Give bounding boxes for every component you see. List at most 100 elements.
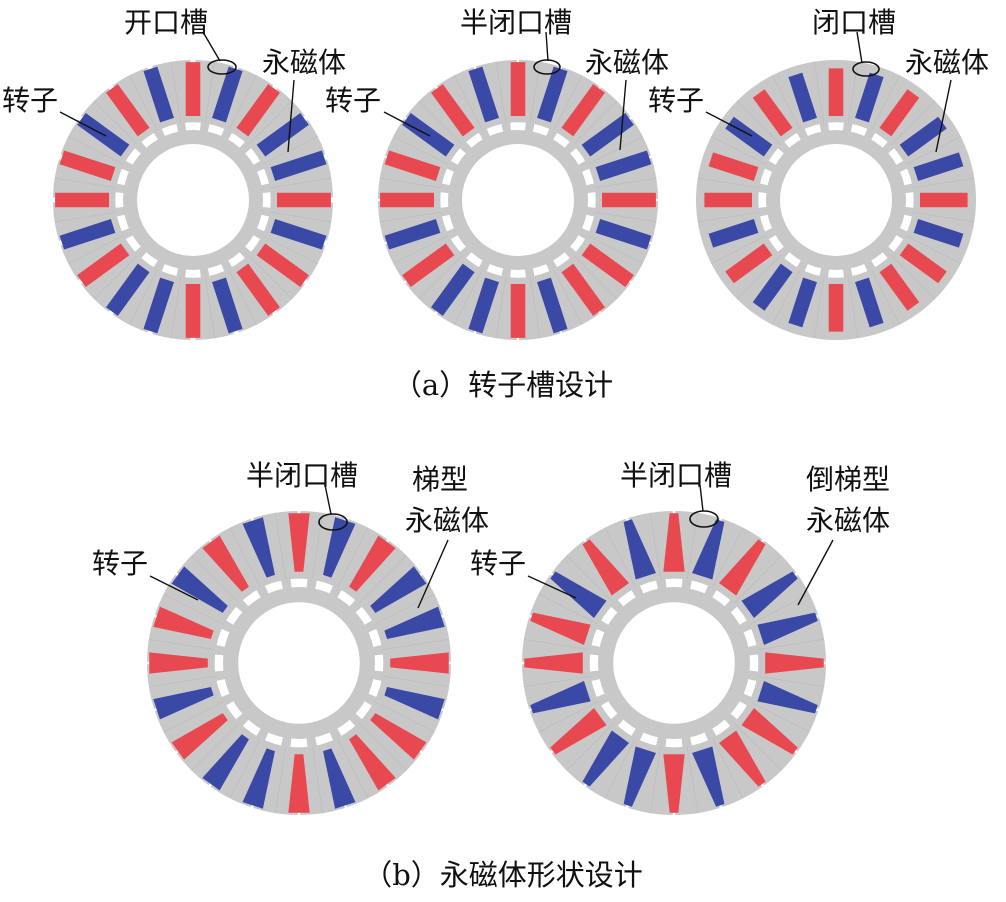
magnet-red — [390, 652, 449, 674]
slot-opening — [527, 614, 532, 618]
slot-label-b1: 半闭口槽 — [246, 459, 358, 492]
tooth-boundary — [311, 512, 324, 580]
tooth-boundary — [566, 722, 615, 771]
magnet-red — [59, 150, 116, 181]
magnet-label-b2-line2: 永磁体 — [806, 504, 890, 537]
magnet-blue — [550, 571, 607, 619]
slot-opening — [250, 516, 254, 521]
rib-bridge — [524, 121, 535, 133]
magnet-blue — [692, 746, 725, 807]
magnet-blue — [595, 219, 652, 250]
rib-bridge — [306, 578, 318, 590]
magnet-red — [581, 243, 634, 287]
slot-opening — [152, 614, 157, 618]
rotor-leader-line-a2 — [383, 111, 431, 137]
slot-opening — [628, 115, 634, 120]
tooth-boundary — [382, 675, 450, 688]
tooth-boundary — [495, 61, 507, 124]
magnet-blue — [153, 687, 214, 720]
tooth-boundary — [587, 136, 643, 166]
rib-bridge — [757, 183, 769, 194]
tooth-boundary — [905, 234, 961, 264]
slot-opening — [386, 783, 391, 789]
rotor-open-slot — [51, 58, 335, 342]
magnet-red — [402, 243, 455, 287]
slot-opening — [816, 708, 821, 712]
magnet-leader-line-a3 — [935, 79, 952, 153]
tooth-boundary — [736, 100, 782, 146]
tooth-boundary — [594, 177, 657, 189]
slot-opening — [376, 198, 381, 202]
magnet-blue — [913, 152, 964, 181]
magnet-blue — [913, 219, 964, 248]
slot-opening — [548, 571, 554, 576]
magnet-leader-line-a2 — [619, 79, 627, 151]
magnet-red — [77, 243, 130, 287]
tooth-boundary — [912, 177, 975, 189]
magnet-red — [384, 150, 441, 181]
slot-opening — [152, 708, 157, 712]
magnet-red — [149, 652, 208, 674]
magnet-red — [55, 192, 109, 208]
caption-a: （a）转子槽设计 — [393, 368, 613, 402]
shaft-hole — [613, 602, 735, 724]
magnet-red — [349, 734, 396, 791]
tooth-boundary — [269, 177, 332, 189]
tooth-boundary — [711, 234, 767, 264]
tooth-boundary — [454, 269, 484, 325]
tooth-boundary — [711, 136, 767, 166]
tooth-boundary — [227, 269, 257, 325]
slot-opening — [559, 330, 563, 336]
magnet-red — [370, 713, 427, 760]
magnet-blue — [623, 746, 656, 807]
rotor-trapezoid-magnet — [145, 509, 453, 817]
tooth-boundary — [274, 512, 287, 580]
rotor-label-b2: 转子 — [470, 547, 526, 580]
tooth-boundary — [191, 555, 240, 604]
slot-opening — [297, 509, 301, 514]
magnet-red — [752, 89, 793, 137]
tooth-boundary — [229, 737, 262, 799]
tooth-boundary — [393, 234, 449, 264]
slot-opening — [761, 783, 766, 789]
slot-opening — [628, 280, 634, 285]
rib-bridge — [306, 736, 318, 748]
slot-opening — [719, 516, 723, 521]
slot-highlight-ellipse-a3 — [852, 61, 880, 77]
rotor-leader-line-b1 — [149, 575, 199, 601]
slot-opening — [433, 84, 438, 90]
tooth-boundary — [594, 211, 657, 223]
magnet-red — [277, 192, 331, 208]
rotor-closed-slot — [696, 60, 976, 340]
tooth-boundary — [274, 746, 287, 814]
slot-opening — [402, 115, 408, 120]
tooth-boundary — [572, 254, 618, 300]
rib-bridge — [589, 670, 601, 682]
tooth-boundary — [538, 700, 600, 733]
rib-bridge — [655, 578, 667, 590]
tooth-boundary — [711, 527, 744, 589]
magnet-blue — [788, 277, 817, 328]
magnet-blue — [384, 219, 441, 250]
slot-opening — [516, 58, 520, 63]
magnet-red — [828, 68, 844, 116]
slot-opening — [816, 614, 821, 618]
rib-bridge — [114, 183, 126, 194]
slot-opening — [448, 661, 453, 665]
slot-highlight-ellipse-a2 — [533, 59, 561, 75]
magnet-blue — [143, 66, 174, 123]
rib-bridge — [501, 267, 512, 279]
magnet-red — [288, 513, 310, 572]
rib-bridge — [214, 670, 226, 682]
rib-bridge — [260, 206, 272, 217]
tooth-boundary — [523, 675, 591, 688]
magnet-red — [431, 84, 475, 137]
rib-bridge — [903, 206, 915, 217]
slot-opening — [441, 614, 446, 618]
magnet-blue — [757, 681, 818, 714]
slot-opening — [433, 310, 438, 316]
slot-opening — [145, 661, 150, 665]
magnet-red — [582, 539, 630, 596]
magnet-red — [741, 707, 798, 755]
rib-bridge — [501, 121, 512, 133]
